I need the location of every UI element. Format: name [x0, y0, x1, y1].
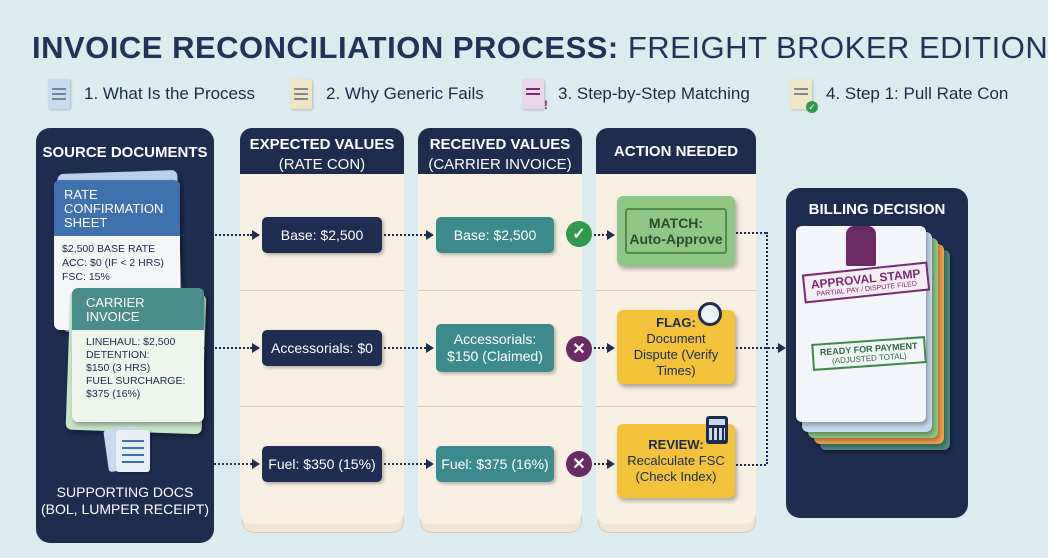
page-title: INVOICE RECONCILIATION PROCESS: FREIGHT …: [32, 30, 1048, 65]
source-documents-header: SOURCE DOCUMENTS: [42, 144, 208, 161]
connector: [594, 463, 608, 465]
billing-decision-header: BILLING DECISION: [808, 201, 946, 218]
action-match-card: MATCH: Auto-Approve: [617, 196, 735, 266]
rate-con-line: ACC: $0 (IF < 2 HRS): [62, 257, 164, 269]
connector: [384, 347, 426, 349]
arrow-icon: [607, 459, 615, 469]
calculator-icon: [706, 416, 728, 444]
carrier-invoice-line: $375 (16%): [86, 388, 141, 400]
connector: [736, 347, 778, 349]
carrier-invoice-line: DETENTION:: [86, 349, 150, 361]
magnifier-icon: [698, 302, 722, 326]
connector: [594, 234, 608, 236]
tab-what-is-the-process[interactable]: 1. What Is the Process: [48, 74, 255, 114]
carrier-invoice-line: $150 (3 HRS): [86, 362, 151, 374]
action-review-card: REVIEW: Recalculate FSC (Check Index): [617, 424, 735, 498]
carrier-invoice-sheet: CARRIER INVOICE LINEHAUL: $2,500 DETENTI…: [72, 288, 204, 422]
arrow-icon: [426, 230, 434, 240]
connector: [736, 464, 766, 466]
action-review-title: REVIEW:: [648, 437, 704, 452]
mismatch-x-icon: ✕: [566, 451, 592, 477]
tab-label: 1. What Is the Process: [84, 84, 256, 103]
connector: [736, 232, 766, 234]
arrow-icon: [426, 459, 434, 469]
stamp-icon: [846, 226, 876, 266]
received-accessorials: Accessorials: $150 (Claimed): [436, 324, 554, 372]
arrow-icon: [607, 230, 615, 240]
action-title: ACTION NEEDED: [613, 143, 739, 160]
arrow-icon: [252, 343, 260, 353]
document-check-icon: ✓: [790, 79, 818, 113]
received-fuel: Fuel: $375 (16%): [436, 446, 554, 482]
tab-label: 4. Step 1: Pull Rate Con: [826, 84, 1009, 103]
carrier-invoice-line: LINEHAUL: $2,500: [86, 336, 176, 348]
action-flag-text: Document Dispute (Verify Times): [633, 331, 719, 378]
received-header: RECEIVED VALUES (CARRIER INVOICE): [418, 128, 582, 174]
rate-con-title: RATE CONFIRMATION SHEET: [54, 180, 180, 236]
received-title: RECEIVED VALUES: [429, 136, 571, 153]
action-flag-title: FLAG:: [656, 315, 696, 330]
connector: [162, 463, 252, 465]
expected-accessorials: Accessorials: $0: [262, 330, 382, 366]
carrier-invoice-line: FUEL SURCHARGE:: [86, 375, 186, 387]
expected-header: EXPECTED VALUES (RATE CON): [240, 128, 404, 174]
expected-fuel: Fuel: $350 (15%): [262, 446, 382, 482]
rate-con-line: $2,500 BASE RATE: [62, 243, 156, 255]
document-icon: [48, 79, 70, 109]
rate-con-sheet: RATE CONFIRMATION SHEET $2,500 BASE RATE…: [54, 180, 180, 330]
received-subtitle: (CARRIER INVOICE): [428, 156, 572, 173]
connector: [384, 234, 426, 236]
carrier-invoice-title: CARRIER INVOICE: [72, 288, 204, 330]
arrow-icon: [778, 343, 786, 353]
document-icon: [290, 79, 312, 109]
action-review-text: Recalculate FSC (Check Index): [627, 453, 725, 484]
tab-why-generic-fails[interactable]: 2. Why Generic Fails: [290, 74, 484, 114]
connector: [204, 347, 252, 349]
tab-step-by-step-matching[interactable]: ! 3. Step-by-Step Matching: [522, 74, 750, 114]
action-match-text: Auto-Approve: [629, 231, 723, 247]
connector: [180, 234, 252, 236]
action-header: ACTION NEEDED: [596, 128, 756, 174]
arrow-icon: [426, 343, 434, 353]
supporting-docs-label: SUPPORTING DOCS (BOL, LUMPER RECEIPT): [40, 484, 210, 517]
tab-label: 2. Why Generic Fails: [326, 84, 484, 103]
expected-base: Base: $2,500: [262, 217, 382, 253]
arrow-icon: [252, 459, 260, 469]
arrow-icon: [252, 230, 260, 240]
rate-con-line: FSC: 15%: [62, 271, 110, 283]
mismatch-x-icon: ✕: [566, 336, 592, 362]
expected-title: EXPECTED VALUES: [249, 136, 395, 153]
connector: [594, 347, 608, 349]
expected-subtitle: (RATE CON): [278, 156, 366, 173]
document-warning-icon: !: [522, 79, 548, 112]
action-match-title: MATCH:: [648, 215, 704, 231]
tab-label: 3. Step-by-Step Matching: [558, 84, 750, 103]
supporting-docs-icon: [92, 425, 162, 476]
connector: [384, 463, 426, 465]
tab-pull-rate-con[interactable]: ✓ 4. Step 1: Pull Rate Con: [790, 74, 1008, 114]
received-base: Base: $2,500: [436, 217, 554, 253]
arrow-icon: [607, 343, 615, 353]
match-check-icon: ✓: [566, 221, 592, 247]
